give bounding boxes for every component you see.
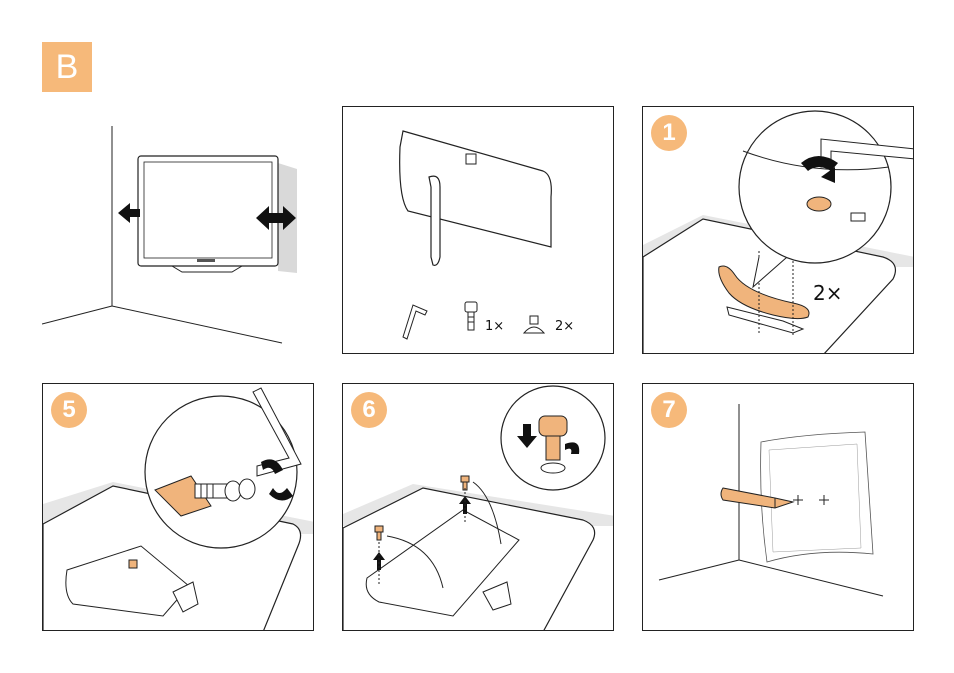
allen-key-icon <box>403 305 427 339</box>
panel-parts: 1× 2× <box>342 106 614 354</box>
step-number-badge: 7 <box>651 392 687 428</box>
arrow-left-icon <box>118 203 140 223</box>
panel-step-7: 7 <box>642 383 914 631</box>
panel-step-6: 6 <box>342 383 614 631</box>
step-number-badge: 6 <box>351 392 387 428</box>
step-6-illustration <box>343 384 614 631</box>
step-number-badge: 1 <box>651 115 687 151</box>
screw-icon <box>461 476 469 490</box>
paper-template <box>761 432 873 562</box>
section-label: B <box>42 42 92 92</box>
step-5-illustration <box>43 384 314 631</box>
panel-step-5: 5 <box>42 383 314 631</box>
cap-icon <box>524 316 544 333</box>
step-1-illustration <box>643 107 914 354</box>
panel-wall-overview <box>42 106 314 354</box>
screw-quantity: 1× <box>485 319 504 334</box>
screw-head <box>807 197 831 211</box>
stand-base <box>400 131 552 247</box>
panel-step-1: 1 2× <box>642 106 914 354</box>
wall-illustration <box>42 106 314 354</box>
cap-quantity: 2× <box>555 319 574 334</box>
screw-icon <box>465 302 477 330</box>
step-number-badge: 5 <box>51 392 87 428</box>
parts-illustration <box>343 107 614 354</box>
stand-neck <box>429 176 440 265</box>
detail-zoom-circle <box>739 111 891 263</box>
quantity-label: 2× <box>813 281 842 305</box>
step-7-illustration <box>643 384 914 631</box>
